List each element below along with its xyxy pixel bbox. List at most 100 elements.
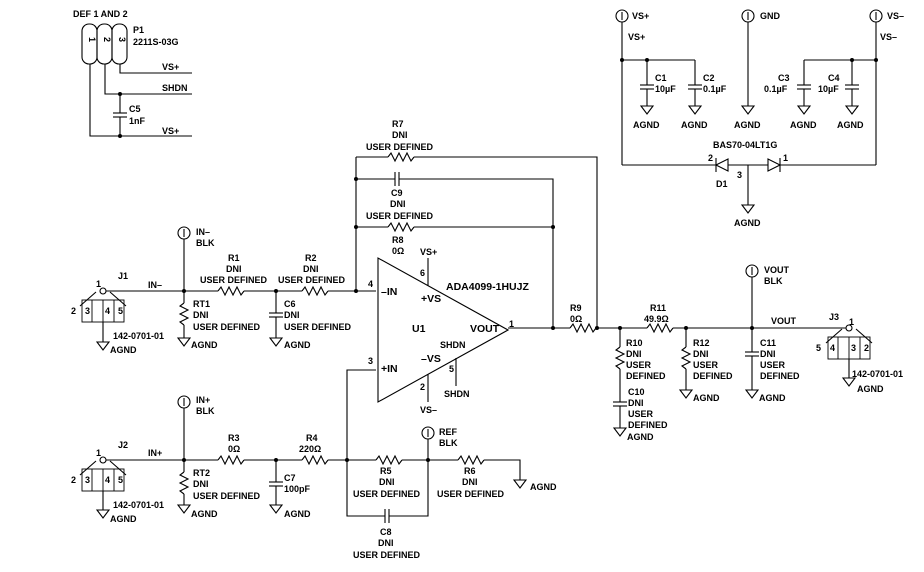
opamp-in-minus: –IN xyxy=(381,286,397,298)
j2-agnd: AGND xyxy=(110,514,137,524)
p1-pin-2: 2 xyxy=(102,37,112,42)
r4-value: 220Ω xyxy=(299,444,321,454)
c1-value: 10µF xyxy=(655,84,676,94)
p1-ref: P1 xyxy=(133,25,144,35)
c5-value: 1nF xyxy=(129,116,146,126)
r12-note-1: USER xyxy=(693,360,719,370)
p1-net-vsp-a: VS+ xyxy=(162,62,179,72)
p1-net-shdn: SHDN xyxy=(162,83,188,93)
c2-agnd: AGND xyxy=(681,120,708,130)
c9-value: DNI xyxy=(390,199,406,209)
r6-agnd: AGND xyxy=(530,482,557,492)
in-plus-tp-blk: BLK xyxy=(196,406,215,416)
c4-agnd: AGND xyxy=(837,120,864,130)
ref-tp: REF xyxy=(439,427,458,437)
r10-note-1: USER xyxy=(626,360,652,370)
c6-ref: C6 xyxy=(284,299,296,309)
r5-ref: R5 xyxy=(380,466,392,476)
opamp-pin-6: 6 xyxy=(420,268,425,278)
opamp-vsp: +VS xyxy=(421,293,441,305)
c4-ref: C4 xyxy=(828,73,840,83)
c10-note-1: USER xyxy=(628,409,654,419)
vout-tp-blk: BLK xyxy=(764,276,783,286)
c1-agnd: AGND xyxy=(633,120,660,130)
opamp-vsn: –VS xyxy=(421,353,441,365)
rt1-note: USER DEFINED xyxy=(193,322,261,332)
c3-ref: C3 xyxy=(778,73,790,83)
c10-value: DNI xyxy=(628,398,644,408)
diode-pin-2: 2 xyxy=(708,153,713,163)
j3-pin-5: 5 xyxy=(816,343,821,353)
opamp-rail-top: VS+ xyxy=(420,247,437,257)
r3-ref: R3 xyxy=(228,433,240,443)
r5-value: DNI xyxy=(379,477,395,487)
j2-pin-3: 3 xyxy=(85,475,90,485)
input-plus-section: IN+ BLK AGND 1 J2 2 3 4 5 142-0701-01 IN… xyxy=(71,369,557,560)
j1-pin-3: 3 xyxy=(85,306,90,316)
opamp-shdn: SHDN xyxy=(440,340,466,350)
j3-pin-2: 2 xyxy=(864,343,869,353)
c7-value: 100pF xyxy=(284,484,311,494)
opamp-pin-2: 2 xyxy=(420,382,425,392)
opamp-ref: U1 xyxy=(412,323,426,335)
r6-note: USER DEFINED xyxy=(437,489,505,499)
j1-pin: 1 xyxy=(96,279,101,289)
r1-note: USER DEFINED xyxy=(200,275,268,285)
r10-note-2: DEFINED xyxy=(626,371,666,381)
j2-part: 142-0701-01 xyxy=(113,500,164,510)
r7-value: DNI xyxy=(392,130,408,140)
c8-value: DNI xyxy=(378,538,394,548)
c9-ref: C9 xyxy=(391,188,403,198)
opamp-pin-3: 3 xyxy=(368,356,373,366)
vout-tp: VOUT xyxy=(764,265,790,275)
ref-tp-blk: BLK xyxy=(439,438,458,448)
c5-ref: C5 xyxy=(129,104,141,114)
c11-agnd: AGND xyxy=(759,393,786,403)
gnd-agnd: AGND xyxy=(734,120,761,130)
r7-ref: R7 xyxy=(392,119,404,129)
c1-ref: C1 xyxy=(655,73,667,83)
p1-net-vsp-b: VS+ xyxy=(162,126,179,136)
p1-part: 2211S-03G xyxy=(133,37,179,47)
feedback-network: R7 DNI USER DEFINED C9 DNI USER DEFINED … xyxy=(354,119,598,328)
r2-value: DNI xyxy=(303,264,319,274)
j3-pin-3: 3 xyxy=(851,343,856,353)
rt2-note: USER DEFINED xyxy=(193,491,261,501)
in-minus-tp-blk: BLK xyxy=(196,238,215,248)
r9-ref: R9 xyxy=(570,303,582,313)
c10-ref: C10 xyxy=(628,387,645,397)
opamp-pin-1: 1 xyxy=(509,319,514,329)
rt1-value: DNI xyxy=(193,310,209,320)
supply-vsn-net: VS– xyxy=(880,32,897,42)
in-plus-tp: IN+ xyxy=(196,395,210,405)
supply-gnd-label: GND xyxy=(760,11,781,21)
connector-p1: DEF 1 AND 2 1 2 3 P1 2211S-03G VS+ SHDN … xyxy=(73,9,192,138)
r12-ref: R12 xyxy=(693,338,710,348)
in-plus-net: IN+ xyxy=(148,448,162,458)
rt2-ref: RT2 xyxy=(193,468,210,478)
r9-value: 0Ω xyxy=(570,314,582,324)
c11-ref: C11 xyxy=(760,338,776,348)
c2-ref: C2 xyxy=(703,73,715,83)
supply-vsn-label: VS– xyxy=(887,11,904,21)
c11-note-2: DEFINED xyxy=(760,371,800,381)
input-minus-section: IN– BLK AGND 1 J1 2 3 4 5 142-0701-01 IN… xyxy=(71,226,376,355)
j2-pin-2: 2 xyxy=(71,475,76,485)
c9-note: USER DEFINED xyxy=(366,211,434,221)
p1-pin-1: 1 xyxy=(87,37,97,42)
rt1-agnd: AGND xyxy=(191,340,218,350)
j2-pin-5: 5 xyxy=(118,475,123,485)
c6-value: DNI xyxy=(284,310,300,320)
supply-section: VS+ VS+ C1 10µF AGND C2 0.1µF AGND GND A… xyxy=(615,9,904,228)
j1-pin-4: 4 xyxy=(105,306,110,316)
opamp-pin-4: 4 xyxy=(368,279,373,289)
c8-note: USER DEFINED xyxy=(353,550,421,560)
r6-value: DNI xyxy=(462,477,478,487)
supply-vsp-label: VS+ xyxy=(632,11,649,21)
c6-agnd: AGND xyxy=(284,340,311,350)
j3-pin-4: 4 xyxy=(830,343,835,353)
r11-ref: R11 xyxy=(650,303,666,313)
output-section: R9 0Ω R10 DNI USER DEFINED C10 DNI USER … xyxy=(508,264,903,442)
in-minus-net: IN– xyxy=(148,280,162,290)
